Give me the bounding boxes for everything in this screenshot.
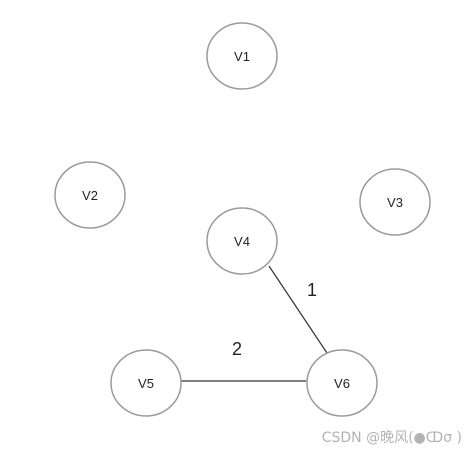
edge-v4-v6 [268, 265, 328, 354]
node-label-v4: V4 [234, 234, 250, 249]
node-label-v3: V3 [387, 195, 403, 210]
node-label-v1: V1 [234, 49, 250, 64]
watermark: CSDN @晚风(●ↀσ ) [321, 430, 462, 446]
edge-weight-v4-v6: 1 [307, 280, 317, 300]
node-label-v5: V5 [138, 376, 154, 391]
node-label-v2: V2 [82, 188, 98, 203]
node-v4: V4 [206, 207, 278, 275]
node-v6: V6 [306, 349, 378, 417]
node-label-v6: V6 [334, 376, 350, 391]
node-v3: V3 [359, 168, 431, 236]
node-v1: V1 [206, 22, 278, 90]
node-v2: V2 [54, 161, 126, 229]
edge-weight-v5-v6: 2 [232, 339, 242, 359]
node-v5: V5 [110, 349, 182, 417]
